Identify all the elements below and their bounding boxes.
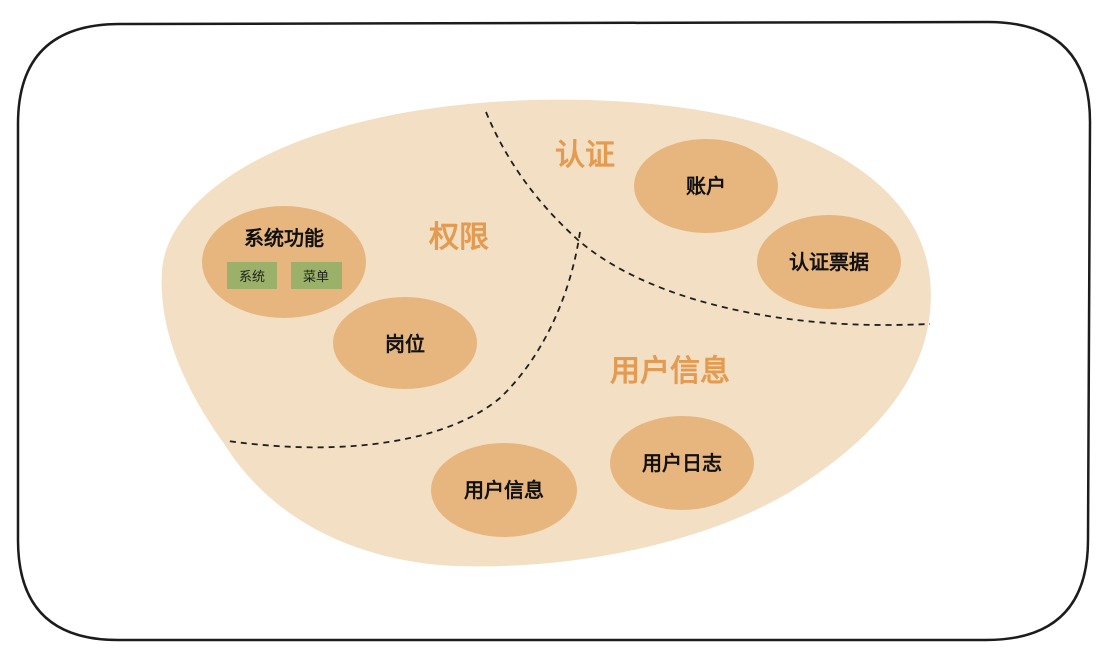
divider-permission: [227, 231, 581, 449]
entity-user-info-label: 用户信息: [464, 478, 544, 502]
entity-account[interactable]: 账户: [634, 139, 778, 233]
tag-system-box: [227, 262, 277, 289]
outer-frame: [16, 20, 1092, 642]
divider-auth: [485, 111, 931, 326]
entity-user-info[interactable]: 用户信息: [431, 443, 577, 537]
region-title-permission: 权限: [428, 220, 489, 255]
entity-position[interactable]: 岗位: [333, 297, 477, 389]
entity-system-function[interactable]: 系统功能 系统 菜单: [202, 206, 366, 318]
entity-position-label: 岗位: [385, 332, 425, 356]
region-title-user-info: 用户信息: [610, 354, 730, 389]
entity-auth-ticket-shape: [757, 215, 901, 309]
entity-account-label: 账户: [686, 174, 726, 198]
entity-system-function-shape: [202, 206, 366, 318]
entity-position-shape: [333, 297, 477, 389]
entity-user-log[interactable]: 用户日志: [610, 416, 754, 510]
entity-auth-ticket[interactable]: 认证票据: [757, 215, 901, 309]
tag-menu-label: 菜单: [303, 270, 329, 285]
region-title-auth: 认证: [555, 138, 615, 173]
entity-auth-ticket-label: 认证票据: [789, 250, 869, 274]
entity-system-function-label: 系统功能: [244, 226, 324, 250]
tag-system-label: 系统: [239, 270, 265, 285]
entity-account-shape: [634, 139, 778, 233]
tag-menu-box: [291, 262, 342, 289]
entity-user-info-shape: [431, 443, 577, 537]
entity-user-log-label: 用户日志: [642, 451, 722, 475]
entity-user-log-shape: [610, 416, 754, 510]
